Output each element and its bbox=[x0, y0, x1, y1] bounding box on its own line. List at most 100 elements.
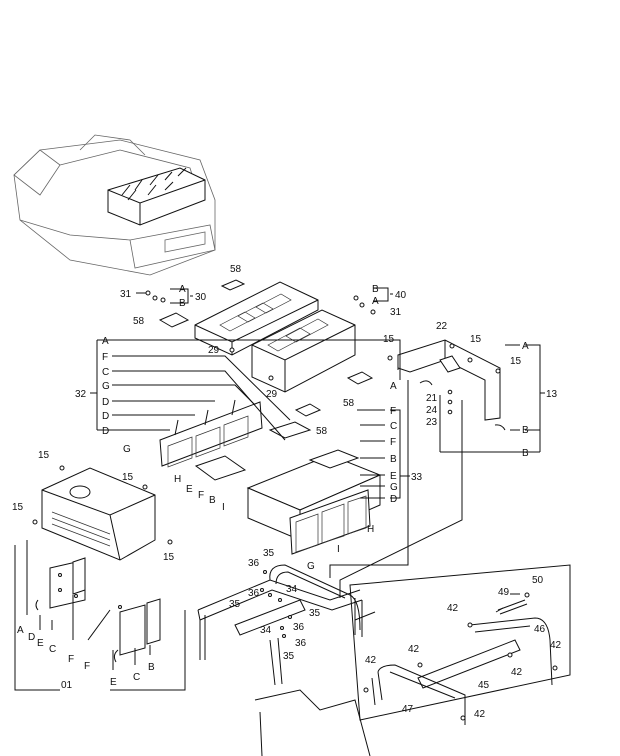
callout-labels: 58 31 A B 30 B 40 A 31 58 29 29 58 58 22… bbox=[12, 264, 562, 720]
panel-group-33 bbox=[246, 449, 382, 555]
label-29: 29 bbox=[266, 389, 278, 400]
leader-lines bbox=[14, 287, 545, 691]
label-01: 01 bbox=[61, 680, 73, 691]
label-i: I bbox=[337, 544, 340, 555]
label-15: 15 bbox=[510, 356, 522, 367]
pad-58-bottom bbox=[294, 403, 322, 417]
label-a: A bbox=[522, 341, 529, 352]
label-42: 42 bbox=[365, 655, 377, 666]
label-58: 58 bbox=[133, 316, 145, 327]
label-36: 36 bbox=[248, 558, 260, 569]
label-a: A bbox=[390, 381, 397, 392]
label-36: 36 bbox=[248, 588, 260, 599]
label-b: B bbox=[179, 298, 186, 309]
label-g: G bbox=[102, 381, 110, 392]
label-g: G bbox=[123, 444, 131, 455]
label-31: 31 bbox=[120, 289, 132, 300]
label-58: 58 bbox=[343, 398, 355, 409]
label-f: F bbox=[84, 661, 90, 672]
label-f: F bbox=[390, 406, 396, 417]
label-15: 15 bbox=[383, 334, 395, 345]
label-36: 36 bbox=[295, 638, 307, 649]
label-13: 13 bbox=[546, 389, 558, 400]
label-e: E bbox=[390, 471, 397, 482]
label-34: 34 bbox=[286, 584, 298, 595]
label-f: F bbox=[390, 437, 396, 448]
label-c: C bbox=[102, 367, 109, 378]
label-e: E bbox=[110, 677, 117, 688]
label-36: 36 bbox=[293, 622, 305, 633]
label-34: 34 bbox=[260, 625, 272, 636]
label-21: 21 bbox=[426, 393, 438, 404]
label-33: 33 bbox=[411, 472, 423, 483]
label-d: D bbox=[102, 426, 109, 437]
label-a: A bbox=[102, 336, 109, 347]
label-b: B bbox=[522, 448, 529, 459]
label-32: 32 bbox=[75, 389, 87, 400]
label-42: 42 bbox=[474, 709, 486, 720]
label-d: D bbox=[390, 494, 397, 505]
label-42: 42 bbox=[447, 603, 459, 614]
guard-frame bbox=[197, 564, 371, 756]
label-b: B bbox=[209, 495, 216, 506]
panel-group-32 bbox=[159, 399, 312, 481]
label-47: 47 bbox=[402, 704, 414, 715]
side-cover-assembly bbox=[32, 465, 173, 561]
label-c: C bbox=[49, 644, 56, 655]
label-a: A bbox=[372, 296, 379, 307]
label-f: F bbox=[68, 654, 74, 665]
label-22: 22 bbox=[436, 321, 448, 332]
label-15: 15 bbox=[38, 450, 50, 461]
label-42: 42 bbox=[408, 644, 420, 655]
label-f: F bbox=[198, 490, 204, 501]
label-b: B bbox=[522, 425, 529, 436]
label-b: B bbox=[372, 284, 379, 295]
label-15: 15 bbox=[122, 472, 134, 483]
label-e: E bbox=[37, 638, 44, 649]
label-c: C bbox=[390, 421, 397, 432]
label-d: D bbox=[28, 632, 35, 643]
label-40: 40 bbox=[395, 290, 407, 301]
cover-13-group bbox=[387, 339, 506, 431]
door-group-01 bbox=[35, 557, 161, 663]
label-i: I bbox=[222, 502, 225, 513]
locator-machine-sketch bbox=[13, 134, 216, 276]
label-a: A bbox=[17, 625, 24, 636]
label-15: 15 bbox=[163, 552, 175, 563]
label-35: 35 bbox=[283, 651, 295, 662]
label-g: G bbox=[307, 561, 315, 572]
label-35: 35 bbox=[229, 599, 241, 610]
label-e: E bbox=[186, 484, 193, 495]
label-58: 58 bbox=[230, 264, 242, 275]
label-c: C bbox=[133, 672, 140, 683]
label-42: 42 bbox=[511, 667, 523, 678]
label-24: 24 bbox=[426, 405, 438, 416]
label-45: 45 bbox=[478, 680, 490, 691]
label-46: 46 bbox=[534, 624, 546, 635]
label-a: A bbox=[179, 284, 186, 295]
label-42: 42 bbox=[550, 640, 562, 651]
pad-58-left bbox=[158, 312, 190, 328]
label-b: B bbox=[390, 454, 397, 465]
label-30: 30 bbox=[195, 292, 207, 303]
label-f: F bbox=[102, 352, 108, 363]
label-d: D bbox=[102, 397, 109, 408]
label-35: 35 bbox=[263, 548, 275, 559]
label-35: 35 bbox=[309, 608, 321, 619]
label-b: B bbox=[148, 662, 155, 673]
label-31: 31 bbox=[390, 307, 402, 318]
inset-frame-detail bbox=[349, 564, 571, 725]
label-58: 58 bbox=[316, 426, 328, 437]
pad-58-top bbox=[220, 279, 246, 291]
label-29: 29 bbox=[208, 345, 220, 356]
label-50: 50 bbox=[532, 575, 544, 586]
pad-58-right bbox=[346, 371, 374, 385]
label-23: 23 bbox=[426, 417, 438, 428]
label-49: 49 bbox=[498, 587, 510, 598]
label-15: 15 bbox=[12, 502, 24, 513]
label-h: H bbox=[174, 474, 181, 485]
label-h: H bbox=[367, 524, 374, 535]
label-d: D bbox=[102, 411, 109, 422]
label-g: G bbox=[390, 482, 398, 493]
